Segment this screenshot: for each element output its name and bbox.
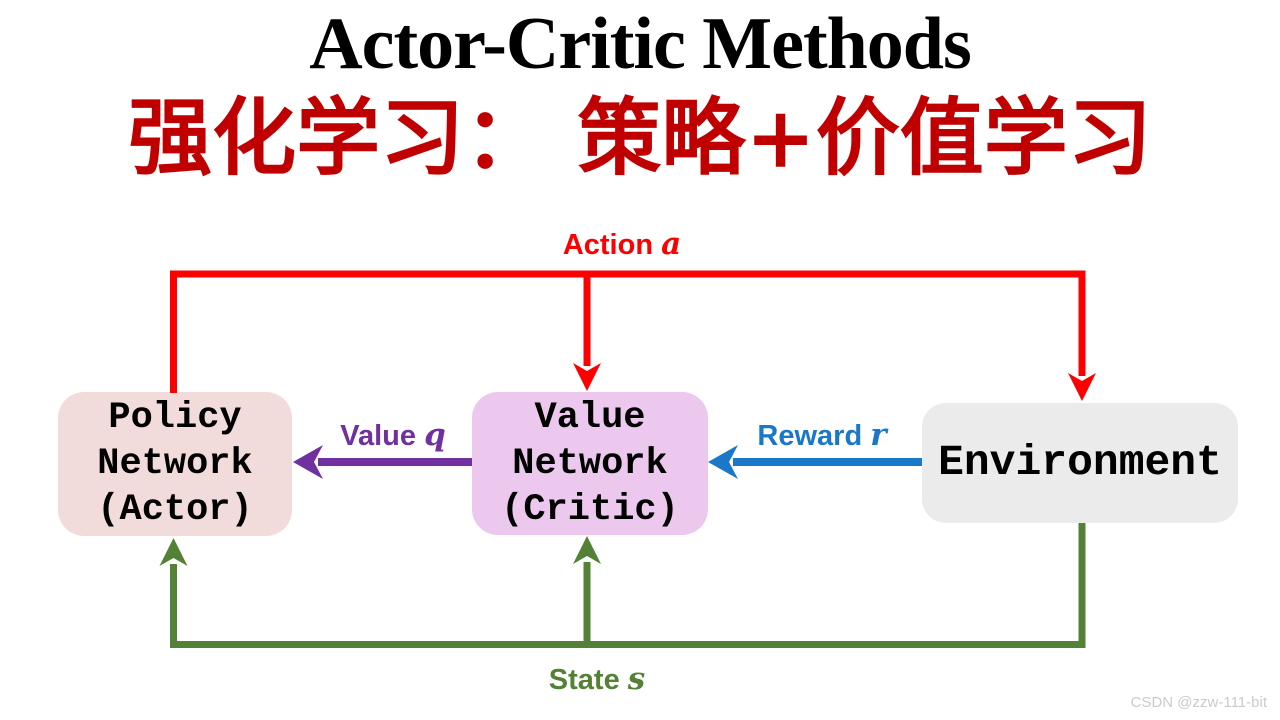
action-arrowhead-env <box>1068 373 1096 401</box>
policy-network-box: Policy Network (Actor) <box>58 392 292 536</box>
state-label: State s <box>548 661 646 697</box>
value-network-line1: Value <box>534 396 646 439</box>
state-variable: s <box>627 661 646 697</box>
value-q-label-text: Value <box>340 420 417 452</box>
value-network-line2: Network <box>512 442 668 485</box>
page-subtitle-chinese: 强化学习： 策略+价值学习 <box>128 88 1152 187</box>
value-q-variable: q <box>424 417 446 453</box>
policy-network-line1: Policy <box>108 397 242 439</box>
state-arrowhead-policy <box>159 538 188 566</box>
csdn-watermark: CSDN @zzw-111-bit <box>1130 694 1267 711</box>
page-title: Actor-Critic Methods <box>309 3 972 85</box>
state-arrowhead-value <box>573 536 601 564</box>
action-label: Action a <box>562 226 682 262</box>
value-network-line3: (Critic) <box>501 488 679 531</box>
policy-network-line3: (Actor) <box>97 489 253 531</box>
reward-variable: r <box>870 417 887 453</box>
action-arrow <box>170 270 1096 401</box>
value-network-box: Value Network (Critic) <box>472 392 708 535</box>
environment-box: Environment <box>922 403 1238 523</box>
environment-label: Environment <box>938 438 1222 487</box>
state-label-text: State <box>548 664 620 696</box>
reward-label-text: Reward <box>757 420 863 452</box>
value-q-arrowhead <box>293 445 323 479</box>
state-arrow <box>159 523 1086 648</box>
reward-arrowhead <box>708 445 738 479</box>
policy-network-line2: Network <box>97 443 253 485</box>
value-q-label: Value q <box>340 417 446 453</box>
reward-label: Reward r <box>757 417 887 453</box>
action-label-text: Action <box>562 229 654 261</box>
action-variable: a <box>661 226 682 262</box>
action-arrowhead-value <box>573 363 601 391</box>
